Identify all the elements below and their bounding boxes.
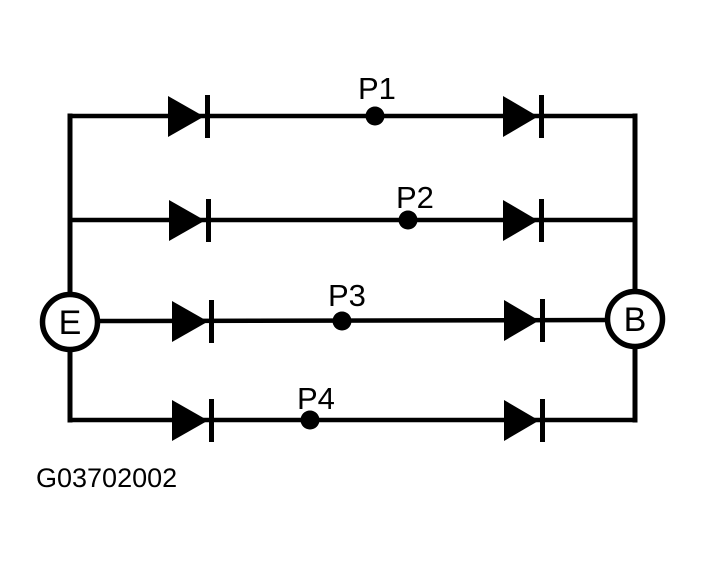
test-point-label: P1 bbox=[358, 71, 396, 106]
diode-anode-triangle bbox=[503, 96, 538, 137]
diode-anode-triangle bbox=[504, 300, 539, 341]
diode-icon bbox=[503, 95, 544, 138]
diode-icon bbox=[168, 95, 210, 138]
test-point-label: P3 bbox=[328, 278, 366, 313]
test-point-dot bbox=[332, 311, 352, 331]
node-e-label: E bbox=[59, 304, 82, 342]
diode-anode-triangle bbox=[172, 400, 208, 441]
diode-icon bbox=[172, 399, 214, 442]
test-point-dot bbox=[300, 410, 320, 430]
branch-p2: P2 bbox=[67, 180, 638, 242]
node-b-label: B bbox=[624, 301, 647, 339]
diode-icon bbox=[504, 399, 545, 442]
node-e: E bbox=[39, 291, 101, 353]
node-e-circle bbox=[39, 291, 101, 353]
node-b: B bbox=[604, 288, 666, 350]
branch-p4: P4 bbox=[67, 381, 638, 442]
test-point-label: P2 bbox=[396, 180, 434, 215]
branch-p3: P3 bbox=[96, 278, 610, 343]
diode-anode-triangle bbox=[168, 96, 204, 137]
diode-anode-triangle bbox=[172, 301, 208, 342]
diode-icon bbox=[172, 300, 214, 343]
diode-icon bbox=[504, 299, 545, 342]
diode-icon bbox=[169, 199, 211, 242]
figure-caption: G03702002 bbox=[36, 463, 177, 493]
diode-anode-triangle bbox=[503, 200, 538, 241]
diode-icon bbox=[503, 199, 544, 242]
branch-p1: P1 bbox=[67, 71, 638, 138]
diode-anode-triangle bbox=[169, 200, 205, 241]
node-b-circle bbox=[604, 288, 666, 350]
test-point-label: P4 bbox=[297, 381, 335, 416]
diode-anode-triangle bbox=[504, 400, 539, 441]
test-point-dot bbox=[398, 210, 418, 230]
test-point-dot bbox=[365, 106, 385, 126]
